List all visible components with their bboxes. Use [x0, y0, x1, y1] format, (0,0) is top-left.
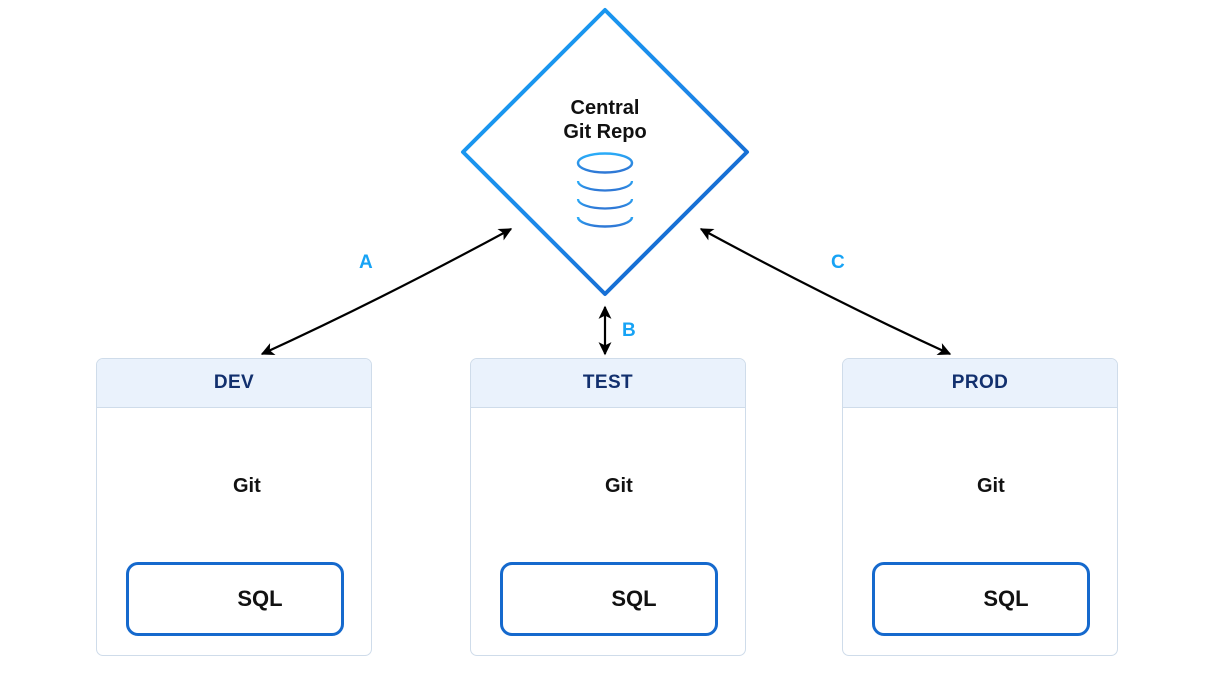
test-sql-box-inner: SQL	[561, 572, 656, 626]
env-panel-test[interactable]: TEST Git SQL	[470, 358, 746, 656]
env-panel-prod-title: PROD	[951, 372, 1009, 393]
env-panel-test-header: TEST	[471, 359, 745, 408]
prod-sql-icon-spacer	[933, 572, 969, 626]
database-cylinder-icon	[576, 152, 634, 228]
prod-git-label: Git	[977, 475, 1005, 497]
env-panel-prod-header: PROD	[843, 359, 1117, 408]
prod-sql-box[interactable]: SQL	[872, 562, 1090, 636]
dev-sql-icon-spacer	[187, 572, 223, 626]
env-panel-prod[interactable]: PROD Git SQL	[842, 358, 1118, 656]
env-panel-dev[interactable]: DEV Git SQL	[96, 358, 372, 656]
env-panel-dev-body: Git SQL	[97, 408, 371, 655]
flow-a-arrow	[260, 228, 513, 356]
prod-sql-box-inner: SQL	[933, 572, 1028, 626]
env-panel-test-title: TEST	[582, 372, 634, 393]
env-panel-test-body: Git SQL	[471, 408, 745, 655]
env-panel-prod-body: Git SQL	[843, 408, 1117, 655]
env-panel-dev-title: DEV	[213, 372, 255, 393]
flow-label-b: B	[622, 320, 636, 341]
central-repo-title: Central Git Repo	[563, 97, 647, 144]
prod-sql-label: SQL	[983, 586, 1029, 611]
central-git-repo-diamond	[463, 10, 747, 294]
test-sql-icon-spacer	[561, 572, 597, 626]
flow-c-arrow	[699, 228, 952, 356]
dev-git-label: Git	[233, 475, 261, 497]
flow-label-c: C	[831, 252, 845, 273]
test-sql-label: SQL	[611, 586, 657, 611]
env-panel-dev-header: DEV	[97, 359, 371, 408]
dev-sql-label: SQL	[237, 586, 283, 611]
test-git-label: Git	[605, 475, 633, 497]
dev-sql-box-inner: SQL	[187, 572, 282, 626]
test-sql-box[interactable]: SQL	[500, 562, 718, 636]
flow-label-a: A	[359, 252, 373, 273]
dev-sql-box[interactable]: SQL	[126, 562, 344, 636]
